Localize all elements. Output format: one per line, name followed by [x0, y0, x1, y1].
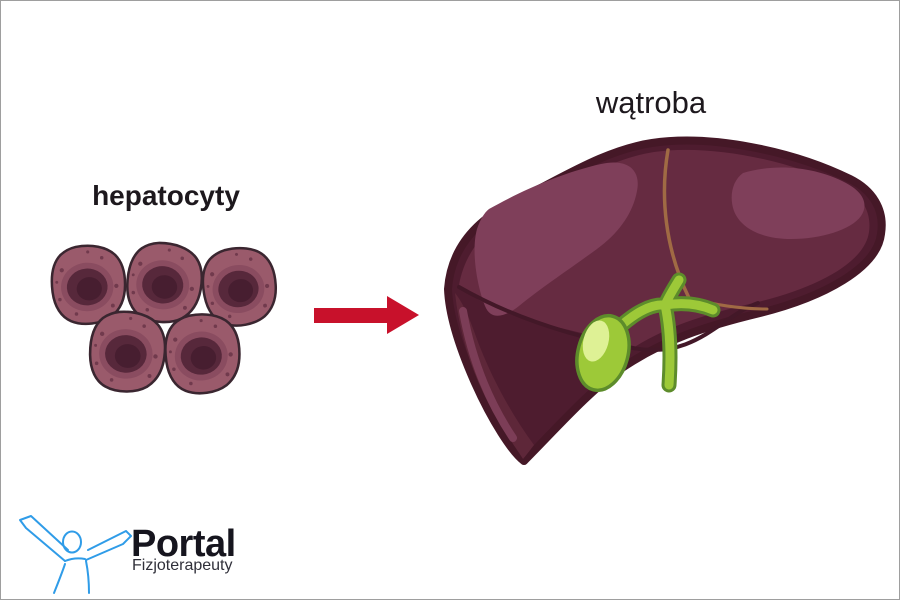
bile-duct — [609, 275, 718, 390]
liver-edge-streak — [459, 307, 517, 442]
gallbladder-illustration — [575, 272, 721, 393]
cells-label: hepatocyty — [92, 180, 240, 211]
arrow-icon — [314, 296, 419, 334]
gallbladder-highlight — [582, 320, 610, 362]
logo-subtitle-text: Fizjoterapeuty — [132, 557, 233, 574]
liver-left-highlight — [474, 162, 638, 316]
liver-ridge-line — [457, 285, 760, 352]
liver-lower-left-shade — [455, 293, 534, 459]
logo-brand-text: Portal — [131, 523, 236, 565]
hepatocyte-cell — [86, 308, 169, 395]
logo-figure-icon — [19, 515, 132, 594]
arrow-right-shape — [314, 296, 419, 334]
hepatocyte-cell — [161, 309, 245, 398]
hepatocyte-cells-illustration — [48, 238, 283, 398]
organ-label: wątroba — [595, 85, 707, 120]
liver-right-highlight — [731, 167, 865, 239]
